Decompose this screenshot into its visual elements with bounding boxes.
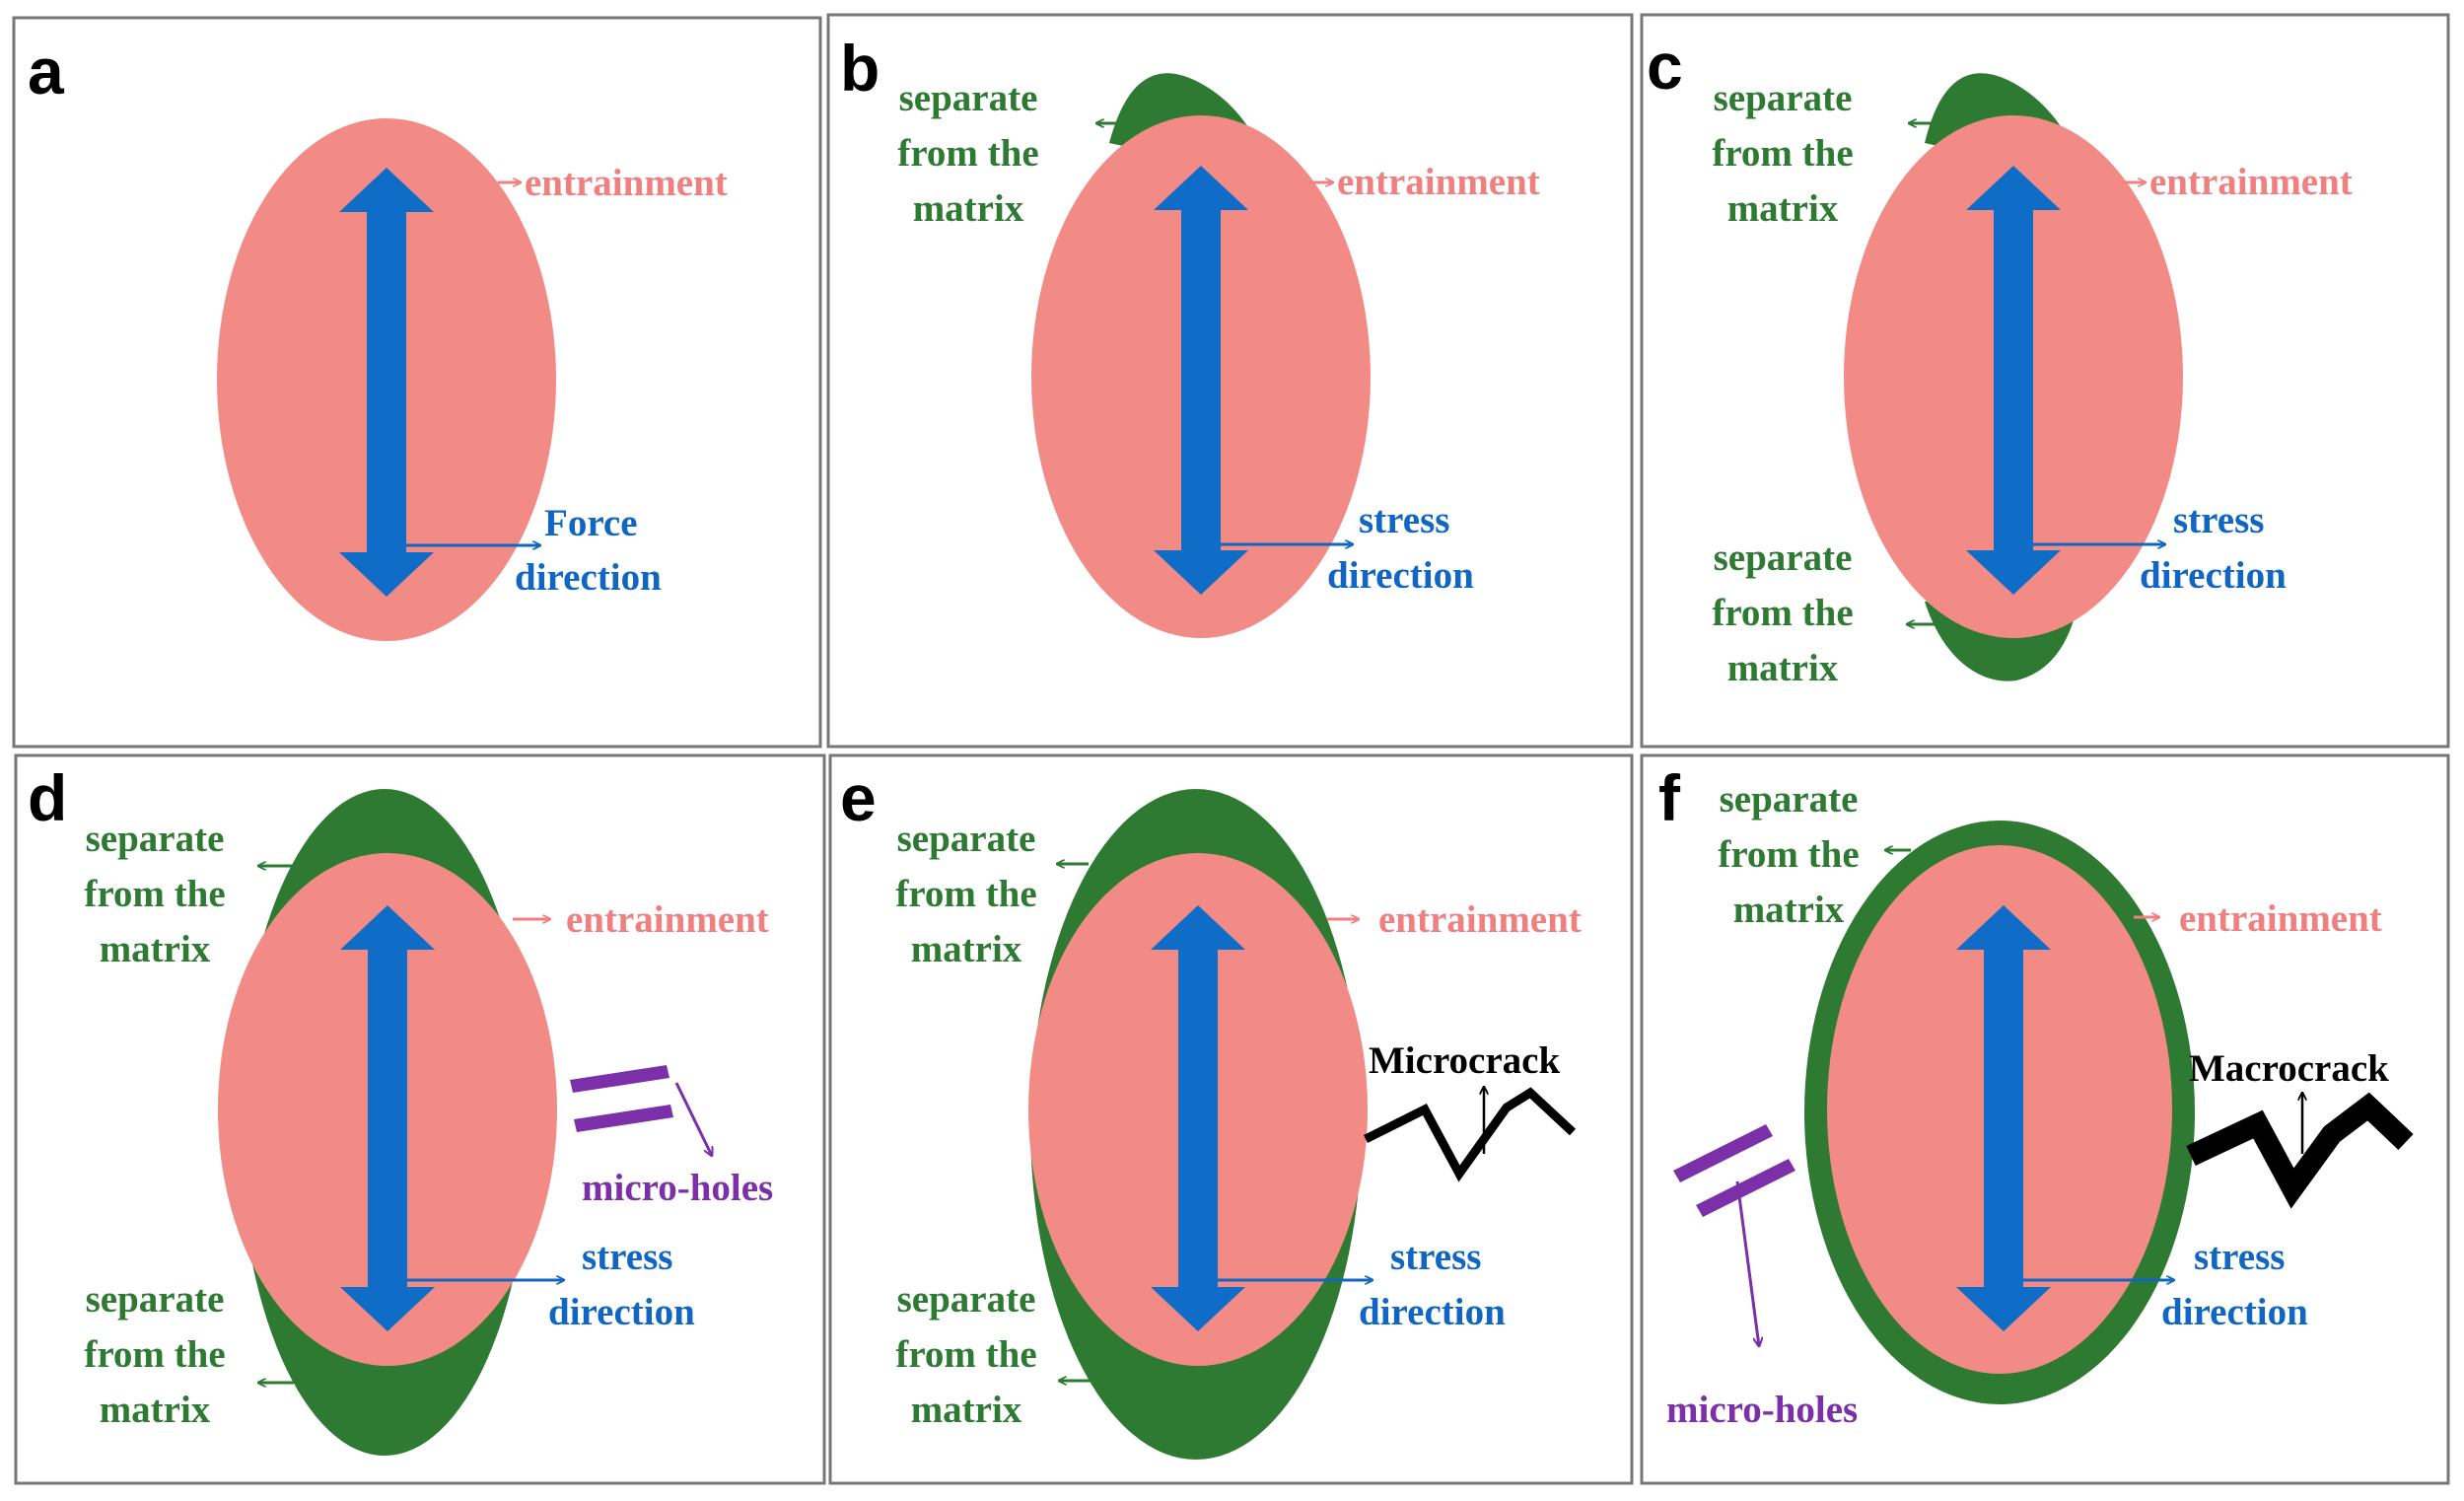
separate-bottom-line2: from the <box>1712 592 1853 634</box>
direction-label-line1: stress <box>1390 1236 1481 1278</box>
panel-e: e separate from the matrix separate from… <box>828 753 1634 1485</box>
panel-b-letter: b <box>840 32 880 105</box>
macrocrack-shape <box>2186 1092 2414 1209</box>
entrainment-label: entrainment <box>566 898 769 941</box>
direction-label-line2: direction <box>2161 1291 2308 1333</box>
separate-bottom-line1: separate <box>86 1278 225 1321</box>
panel-d-border <box>14 753 826 1485</box>
separate-top-line1: separate <box>86 818 225 860</box>
separate-bottom-line3: matrix <box>100 1389 211 1431</box>
separate-top-line2: from the <box>84 873 225 915</box>
panel-a-border <box>12 16 822 749</box>
panel-b-border <box>826 13 1634 749</box>
panel-c-letter: c <box>1647 30 1683 103</box>
stress-double-arrow <box>1151 905 1245 1331</box>
direction-label-line2: direction <box>2140 554 2287 597</box>
micro-holes-mark <box>1673 1124 1795 1217</box>
entrainment-label: entrainment <box>2149 161 2353 203</box>
panel-e-letter: e <box>840 761 877 834</box>
force-double-arrow <box>339 168 434 597</box>
micro-holes-label: micro-holes <box>582 1167 773 1209</box>
stress-double-arrow <box>1966 166 2061 595</box>
separate-bottom-line3: matrix <box>1727 647 1839 689</box>
panel-f: f separate from the matrix entrainment M… <box>1640 753 2450 1485</box>
separate-top-line1: separate <box>1720 778 1859 821</box>
crack-label: Macrocrack <box>2189 1047 2389 1090</box>
separate-top-line3: matrix <box>911 928 1022 970</box>
panel-f-letter: f <box>1658 761 1681 834</box>
direction-label-line1: stress <box>1359 499 1449 541</box>
separate-bottom-line2: from the <box>84 1333 225 1376</box>
separate-top-line2: from the <box>1718 833 1859 876</box>
stress-double-arrow <box>1956 905 2051 1331</box>
separate-top-line2: from the <box>897 132 1038 175</box>
micro-holes-pointer <box>674 1082 712 1156</box>
separate-top-line2: from the <box>1712 132 1853 175</box>
panel-e-border <box>828 753 1634 1485</box>
direction-label-line1: Force <box>544 502 638 544</box>
panel-a: a entrainment Force direction <box>12 16 822 749</box>
direction-label-line2: direction <box>548 1291 695 1333</box>
direction-label-line2: direction <box>1359 1291 1506 1333</box>
panel-c-border <box>1640 13 2450 749</box>
separate-top-line1: separate <box>1714 77 1853 119</box>
micro-holes-mark <box>570 1065 673 1132</box>
separate-bottom-line2: from the <box>895 1333 1036 1376</box>
entrainment-label: entrainment <box>1337 161 1540 203</box>
panel-b: b separate from the matrix entrainment s… <box>826 13 1634 749</box>
stress-double-arrow <box>1154 166 1248 595</box>
microcrack-shape <box>1363 1087 1577 1182</box>
panel-a-letter: a <box>28 35 65 107</box>
direction-label-line1: stress <box>2194 1236 2285 1278</box>
stress-double-arrow <box>340 905 435 1331</box>
entrainment-label: entrainment <box>2179 897 2382 940</box>
separate-top-line1: separate <box>897 818 1036 860</box>
separate-top-line3: matrix <box>1727 187 1839 230</box>
micro-holes-pointer <box>1735 1180 1759 1346</box>
panel-c: c separate from the matrix separate from… <box>1640 13 2450 749</box>
entrainment-label: entrainment <box>1378 898 1582 941</box>
separate-top-line3: matrix <box>1733 889 1845 931</box>
panel-d-letter: d <box>28 761 67 834</box>
separate-top-line3: matrix <box>100 928 211 970</box>
crack-label: Microcrack <box>1369 1039 1560 1082</box>
panel-d: d separate from the matrix separate from… <box>14 753 826 1485</box>
separate-top-line1: separate <box>899 77 1038 119</box>
separate-bottom-line1: separate <box>897 1278 1036 1321</box>
micro-holes-label: micro-holes <box>1666 1389 1858 1431</box>
separate-top-line2: from the <box>895 873 1036 915</box>
direction-label-line2: direction <box>515 556 662 599</box>
separate-top-line3: matrix <box>913 187 1024 230</box>
direction-label-line1: stress <box>2173 499 2264 541</box>
direction-label-line1: stress <box>582 1236 672 1278</box>
direction-label-line2: direction <box>1327 554 1474 597</box>
separate-bottom-line3: matrix <box>911 1389 1022 1431</box>
separate-bottom-line1: separate <box>1714 536 1853 579</box>
entrainment-label: entrainment <box>525 162 728 204</box>
panel-f-border <box>1640 753 2450 1485</box>
